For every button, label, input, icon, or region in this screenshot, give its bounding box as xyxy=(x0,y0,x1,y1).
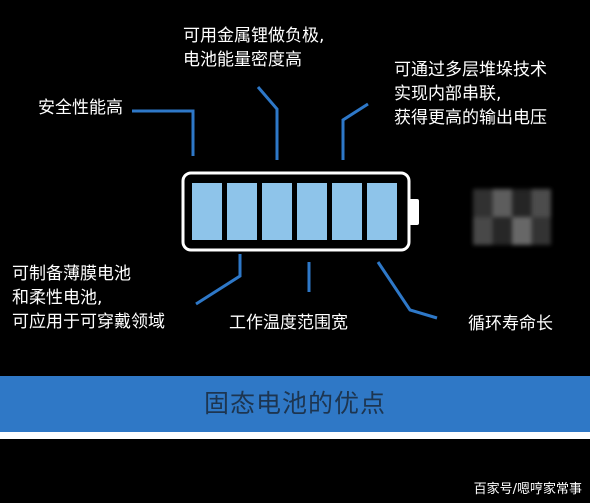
connector-bottom-left xyxy=(195,254,242,306)
label-line: 安全性能高 xyxy=(38,98,123,118)
pixelated-patch xyxy=(473,189,551,245)
label-line: 可应用于可穿戴领域 xyxy=(12,312,165,332)
title-band xyxy=(0,376,590,432)
label-high-safety: 安全性能高 xyxy=(38,96,123,120)
label-line: 和柔性电池, xyxy=(12,288,103,308)
label-thin-film-flexible: 可制备薄膜电池 和柔性电池, 可应用于可穿戴领域 xyxy=(12,262,165,334)
battery-cell-3 xyxy=(262,183,292,240)
label-lithium-anode-energy-density: 可用金属锂做负极, 电池能量密度高 xyxy=(183,24,324,72)
watermark-text: 百家号/嗯哼家常事 xyxy=(473,482,582,497)
label-line: 可通过多层堆垛技术 xyxy=(394,60,547,80)
label-line: 循环寿命长 xyxy=(468,314,553,334)
diagram-title: 固态电池的优点 xyxy=(203,389,386,418)
label-line: 获得更高的输出电压 xyxy=(394,108,547,128)
connector-bottom-right xyxy=(376,261,438,320)
label-multilayer-stacking-voltage: 可通过多层堆垛技术 实现内部串联, 获得更高的输出电压 xyxy=(394,58,547,130)
battery-cell-2 xyxy=(227,183,257,240)
label-long-cycle-life: 循环寿命长 xyxy=(468,312,553,336)
connector-top-left xyxy=(132,109,195,156)
label-line: 工作温度范围宽 xyxy=(229,313,348,333)
battery-cell-6 xyxy=(367,183,397,240)
connector-top-center xyxy=(256,86,279,160)
battery-cell-4 xyxy=(297,183,327,240)
battery-terminal xyxy=(409,199,419,225)
battery-cell-5 xyxy=(332,183,362,240)
connector-top-right xyxy=(341,102,369,160)
label-line: 可用金属锂做负极, xyxy=(183,26,325,46)
label-line: 实现内部串联, xyxy=(394,84,502,104)
battery-cell-1 xyxy=(192,183,222,240)
label-line: 电池能量密度高 xyxy=(183,50,302,70)
label-line: 可制备薄膜电池 xyxy=(12,264,131,284)
divider-strip xyxy=(0,432,590,439)
label-wide-temperature-range: 工作温度范围宽 xyxy=(229,311,348,335)
